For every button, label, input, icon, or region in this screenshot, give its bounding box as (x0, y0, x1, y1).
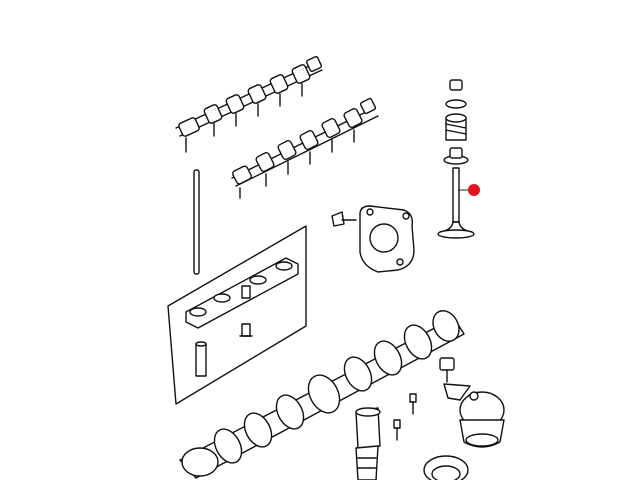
pushrod[interactable] (193, 169, 200, 275)
camshaft[interactable] (179, 306, 465, 479)
lower-rocker-shaft-assembly[interactable] (231, 97, 379, 199)
cam-seal[interactable] (423, 455, 469, 480)
oil-control-valve[interactable] (355, 393, 417, 480)
upper-rocker-shaft-assembly[interactable] (175, 55, 323, 153)
cam-phaser[interactable] (439, 357, 505, 448)
lifter-guide-box[interactable] (167, 225, 307, 405)
valve-spring-assembly[interactable] (443, 79, 469, 165)
intake-valve[interactable] (437, 167, 475, 239)
part-callout-marker (458, 184, 480, 196)
thrust-plate-bolt-icon (331, 211, 357, 227)
camshaft-thrust-plate[interactable] (359, 205, 415, 273)
